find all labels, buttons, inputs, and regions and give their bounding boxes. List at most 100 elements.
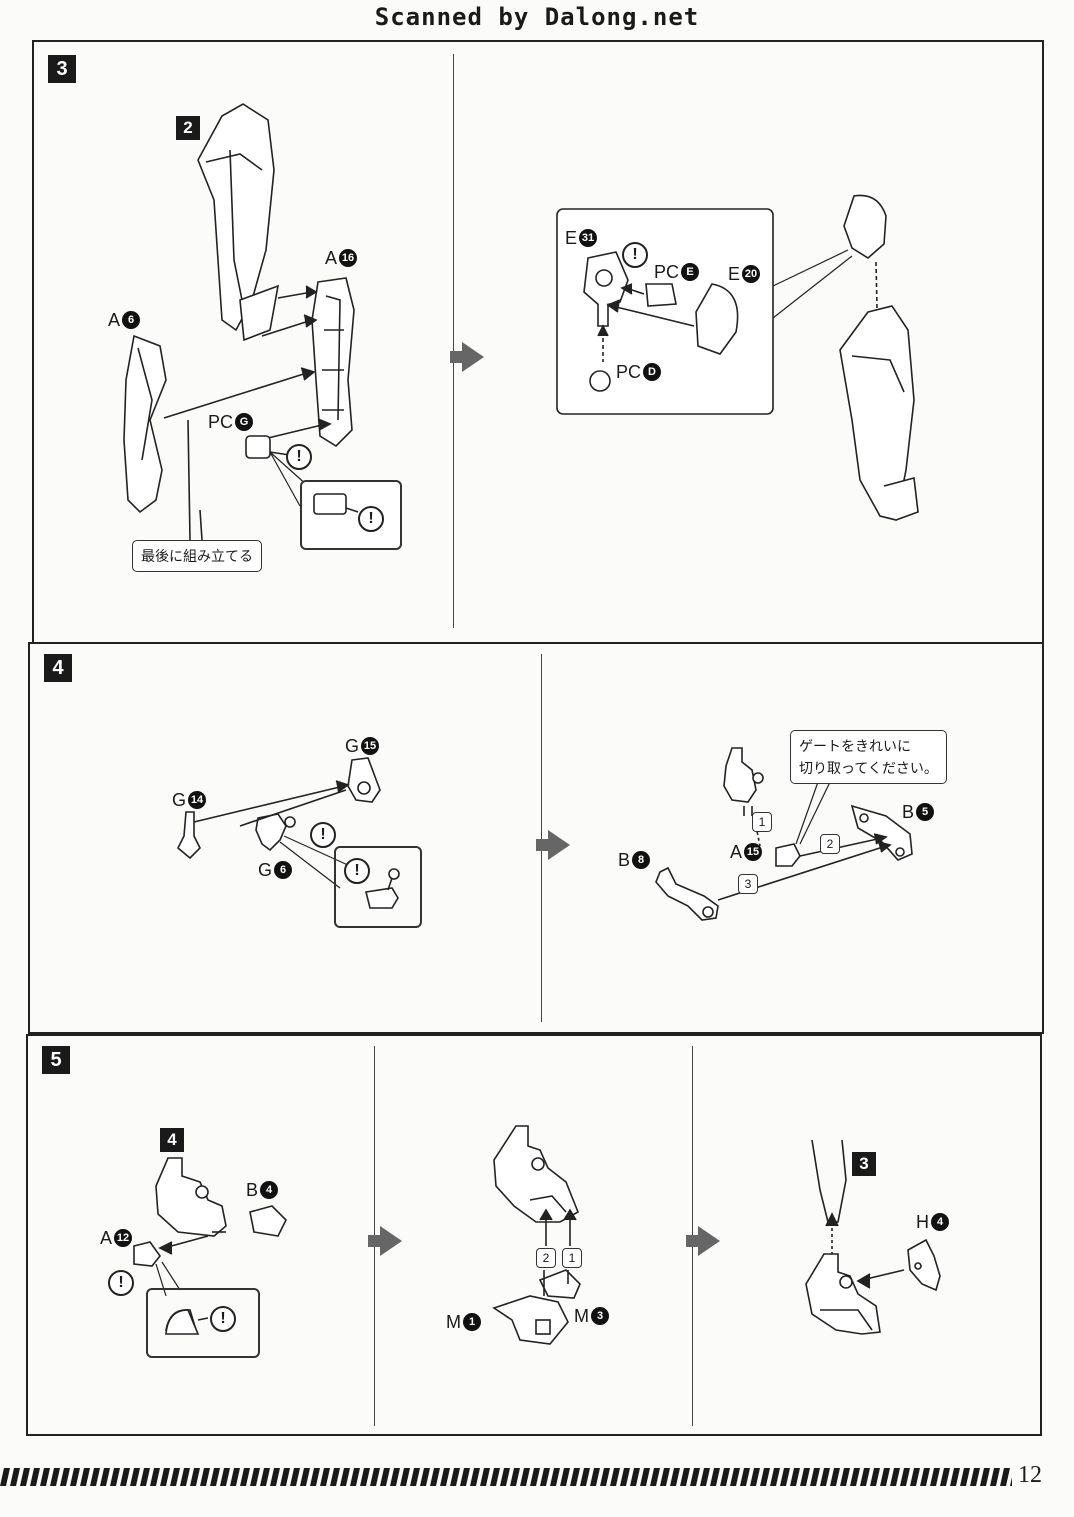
order-step-1: 1	[752, 812, 772, 832]
part-pce-circle: E	[681, 263, 700, 281]
step4-divider	[541, 654, 542, 1022]
part-b8-number: 8	[632, 851, 651, 869]
part-b4-letter: B	[246, 1180, 259, 1200]
step4-flow-arrow	[536, 830, 570, 860]
part-pcg-letter: PC	[208, 412, 234, 432]
g6-callout	[334, 846, 422, 928]
part-a15-number: 15	[744, 843, 763, 861]
step-number-5: 5	[42, 1046, 70, 1074]
order-step-2-step5: 2	[536, 1248, 556, 1268]
part-a15-4	[775, 843, 801, 867]
part-b5-number: 5	[916, 803, 935, 821]
part-b8	[655, 866, 719, 921]
part-a6-number: 6	[122, 311, 141, 329]
pc-d-ball	[589, 370, 611, 392]
part-m1-letter: M	[446, 1312, 461, 1332]
part-a16-letter: A	[325, 248, 338, 268]
part-h4-number: 4	[931, 1213, 949, 1231]
warning-icon-pcg: !	[286, 444, 312, 470]
part-e20	[695, 283, 739, 355]
part-g14-letter: G	[172, 790, 187, 810]
assemble-last-note: 最後に組み立てる	[132, 540, 262, 572]
subassembly-3-label: 3	[852, 1152, 876, 1176]
warning-icon-pcg-callout: !	[358, 506, 384, 532]
part-e31-letter: E	[565, 228, 578, 248]
step-number-3: 3	[48, 55, 76, 83]
frame-a16	[311, 277, 355, 448]
order-step-2: 2	[820, 834, 840, 854]
warning-icon-e31: !	[622, 242, 648, 268]
part-e31-number: 31	[579, 229, 598, 247]
part-e20-number: 20	[742, 265, 761, 283]
part-b5-letter: B	[902, 802, 915, 822]
part-a15-letter: A	[730, 842, 743, 862]
gate-trim-note: ゲートをきれいに 切り取ってください。	[790, 730, 947, 784]
part-m3-number: 3	[591, 1307, 609, 1325]
part-g6	[255, 813, 287, 852]
ankle-assembly-4	[155, 1157, 227, 1237]
order-step-1-step5: 1	[562, 1248, 582, 1268]
part-a12-letter: A	[100, 1228, 113, 1248]
gate-trim-note-line1: ゲートをきれいに	[799, 738, 911, 754]
part-h4-letter: H	[916, 1212, 929, 1232]
a12-callout	[146, 1288, 260, 1358]
part-a12-number: 12	[114, 1229, 133, 1247]
warning-icon-g6: !	[310, 822, 336, 848]
part-pcg-circle: G	[235, 413, 254, 431]
part-g15-letter: G	[345, 736, 360, 756]
part-e20-letter: E	[728, 264, 741, 284]
part-a16-number: 16	[339, 249, 358, 267]
part-b8-letter: B	[618, 850, 631, 870]
warning-icon-g6-callout: !	[344, 858, 370, 884]
part-pcd-letter: PC	[616, 362, 642, 382]
step-number-4: 4	[44, 654, 72, 682]
step4-panel	[28, 642, 1044, 1034]
part-g15	[347, 757, 381, 803]
part-g6-letter: G	[258, 860, 273, 880]
part-m1-number: 1	[463, 1313, 481, 1331]
hip-joint-4	[723, 747, 757, 803]
part-e31	[583, 251, 629, 307]
part-h4	[907, 1238, 941, 1292]
upper-leg-part	[197, 103, 275, 332]
part-a12	[133, 1241, 162, 1267]
warning-icon-a12-callout: !	[210, 1306, 236, 1332]
pc-g-part	[245, 435, 271, 459]
part-g6-number: 6	[274, 861, 293, 879]
part-pce-letter: PC	[654, 262, 680, 282]
part-g15-number: 15	[361, 737, 380, 755]
part-g14	[177, 811, 201, 860]
leg-tab	[239, 284, 280, 342]
pcg-callout	[300, 480, 402, 550]
subassembly-2-label: 2	[176, 116, 200, 140]
part-b4	[249, 1205, 287, 1237]
armor-a6	[123, 334, 167, 514]
scan-credit: Scanned by Dalong.net	[374, 3, 700, 31]
step5-flow-arrow-1	[368, 1226, 402, 1256]
step3-flow-arrow	[450, 342, 484, 372]
gate-trim-note-line2: 切り取ってください。	[799, 760, 938, 776]
page-number: 12	[1018, 1462, 1042, 1488]
pc-e-part	[645, 283, 677, 307]
warning-icon-a12: !	[108, 1270, 134, 1296]
